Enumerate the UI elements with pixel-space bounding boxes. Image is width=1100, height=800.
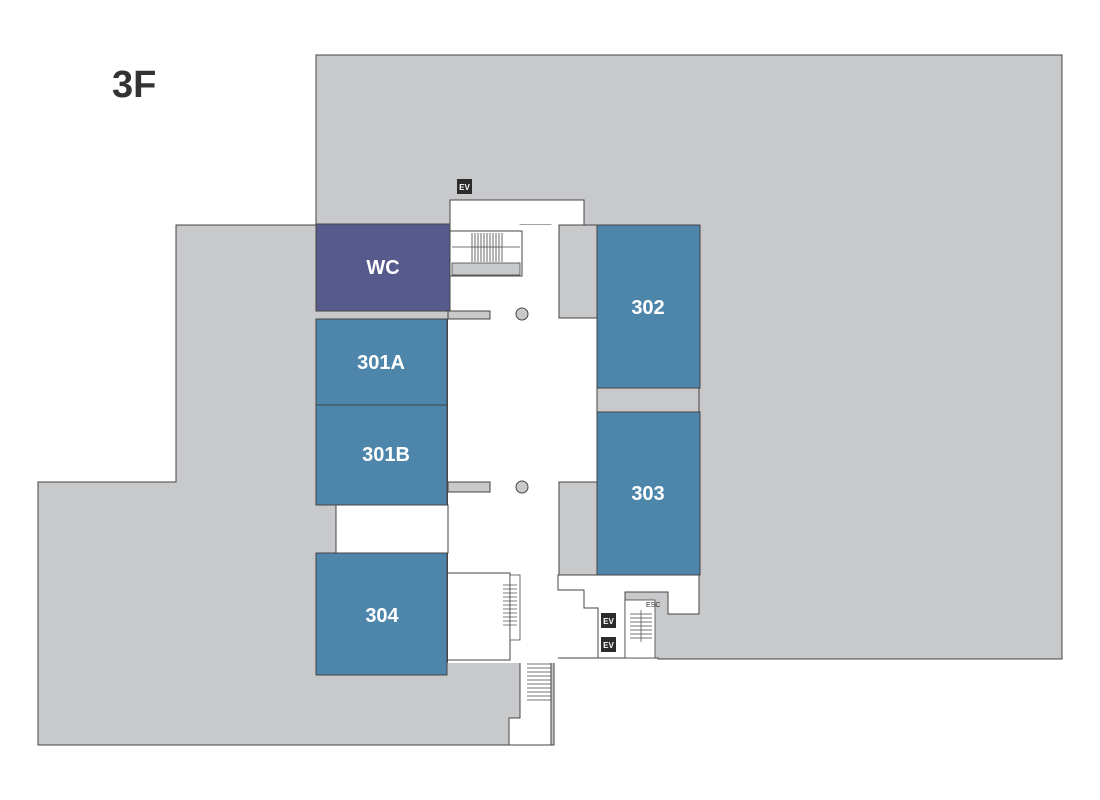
room-label-302: 302 xyxy=(631,297,664,319)
hallway-lower xyxy=(448,573,558,663)
escalator-area: ESC xyxy=(557,574,700,659)
elevator-label: EV xyxy=(603,617,614,626)
room-label-303: 303 xyxy=(631,483,664,505)
hallway-left-gap xyxy=(335,504,449,554)
elevator-label: EV xyxy=(459,183,470,192)
room-302[interactable]: 302 xyxy=(596,224,701,389)
room-301a[interactable]: 301A xyxy=(315,318,448,406)
room-label-301b: 301B xyxy=(362,444,410,466)
stairs-lower xyxy=(503,574,521,641)
hallway-main xyxy=(448,225,558,575)
room-label-301a: 301A xyxy=(357,352,405,374)
corridor-wall-block xyxy=(596,387,700,413)
elevator-icon[interactable]: EV xyxy=(601,637,616,652)
room-label-wc: WC xyxy=(366,257,399,279)
column-pillar xyxy=(515,307,529,321)
column-pillar xyxy=(515,480,529,494)
corridor-wall-block xyxy=(558,224,598,319)
floor-label: 3F xyxy=(112,64,156,106)
stairs-exit xyxy=(527,663,551,701)
elevator-icon[interactable]: EV xyxy=(457,179,472,194)
escalator-label: ESC xyxy=(646,602,660,609)
room-301b[interactable]: 301B xyxy=(315,404,448,506)
corridor-partition xyxy=(447,481,491,493)
room-303[interactable]: 303 xyxy=(596,411,701,576)
corridor-wall-block xyxy=(558,481,598,576)
room-wc[interactable]: WC xyxy=(315,223,451,312)
room-label-304: 304 xyxy=(365,605,399,627)
corridor-partition xyxy=(447,310,491,320)
elevator-label: EV xyxy=(603,641,614,650)
elevator-icon[interactable]: EV xyxy=(601,613,616,628)
room-304[interactable]: 304 xyxy=(315,552,448,676)
stairs-upper xyxy=(449,230,523,277)
